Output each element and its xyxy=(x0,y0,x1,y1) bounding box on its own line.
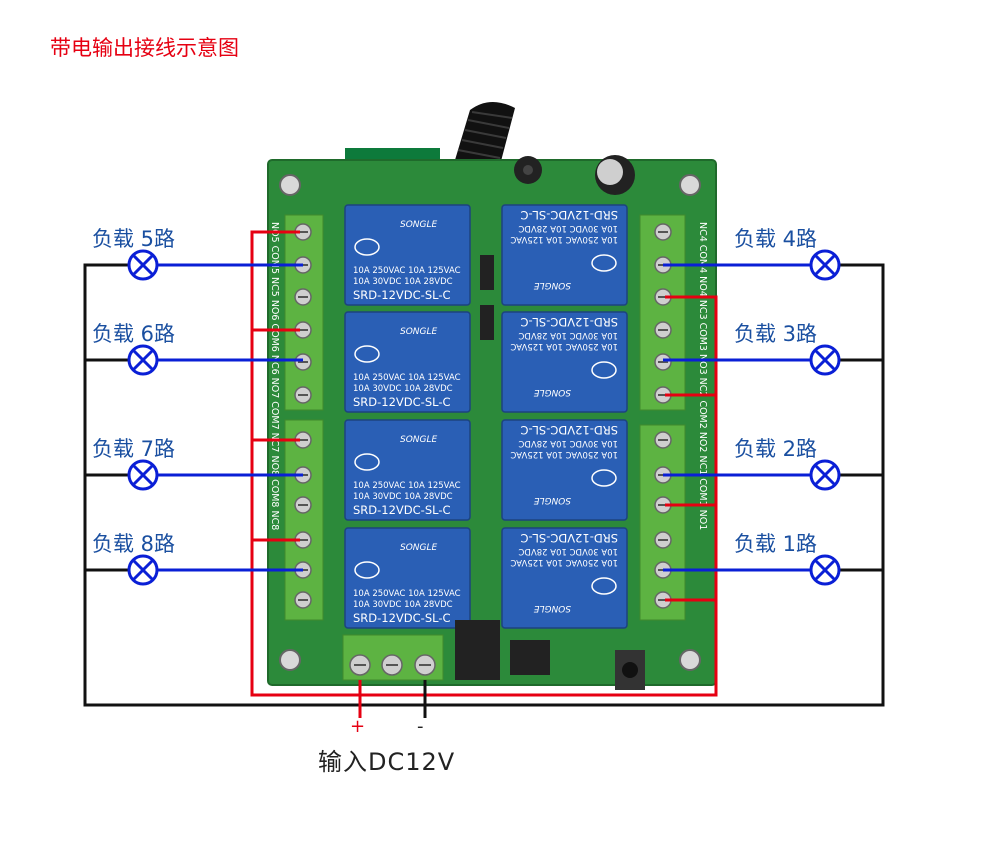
load-label-4: 负载 4路 xyxy=(734,227,818,251)
screw xyxy=(294,386,312,404)
right-terminal-text: NC4 COM4 NO4 NC3 COM3 NO3 NC2 COM2 NO2 N… xyxy=(697,222,708,530)
ic-chips xyxy=(455,255,645,690)
relay-model: SRD-12VDC-SL-C xyxy=(353,503,451,517)
screw xyxy=(654,321,672,339)
relay-rating-ac: 10A 250VAC 10A 125VAC xyxy=(510,341,618,351)
relay-brand: SONGLE xyxy=(400,327,438,337)
relay-model: SRD-12VDC-SL-C xyxy=(353,395,451,409)
relay-rating-ac: 10A 250VAC 10A 125VAC xyxy=(353,266,461,276)
lamp-icon xyxy=(127,344,159,376)
relay-brand: SONGLE xyxy=(533,603,571,613)
relay-brand: SONGLE xyxy=(400,543,438,553)
antenna-coil xyxy=(345,101,515,165)
relay-brand: SONGLE xyxy=(533,280,571,290)
relay-rating-ac: 10A 250VAC 10A 125VAC xyxy=(353,481,461,491)
relay-brand: SONGLE xyxy=(533,495,571,505)
relay-rating-dc: 10A 30VDC 10A 28VDC xyxy=(353,277,453,287)
lamp-icon xyxy=(127,459,159,491)
right-terminal-labels: NC4 COM4 NO4 NC3 COM3 NO3 NC2 COM2 NO2 N… xyxy=(697,222,708,530)
load-label-1: 负载 1路 xyxy=(734,532,818,556)
relay-rating-dc: 10A 30VDC 10A 28VDC xyxy=(518,438,618,448)
screw xyxy=(654,223,672,241)
relay-model: SRD-12VDC-SL-C xyxy=(520,423,618,437)
relay-rating-dc: 10A 30VDC 10A 28VDC xyxy=(518,223,618,233)
relay-brand: SONGLE xyxy=(400,220,438,230)
load-lamps xyxy=(127,249,841,586)
relay-model: SRD-12VDC-SL-C xyxy=(520,531,618,545)
load-label-6: 负载 6路 xyxy=(92,322,176,346)
relay-rating-dc: 10A 30VDC 10A 28VDC xyxy=(518,546,618,556)
screw xyxy=(294,288,312,306)
screw xyxy=(349,654,371,676)
relay-rating-ac: 10A 250VAC 10A 125VAC xyxy=(353,589,461,599)
input-voltage-label: 输入DC12V xyxy=(318,748,456,776)
input-plus-sign: + xyxy=(350,716,366,737)
screw xyxy=(294,353,312,371)
lamp-icon xyxy=(127,554,159,586)
lamp-icon xyxy=(809,344,841,376)
relay-model: SRD-12VDC-SL-C xyxy=(353,288,451,302)
lamp-icon xyxy=(809,554,841,586)
lamp-icon xyxy=(809,249,841,281)
load-label-3: 负载 3路 xyxy=(734,322,818,346)
input-minus-sign: - xyxy=(417,716,424,737)
left-terminal-text: NO5 COM5 NC5 NO6 COM6 NC6 NO7 COM7 NC7 N… xyxy=(269,222,280,530)
screw xyxy=(294,496,312,514)
screw xyxy=(414,654,436,676)
relay-model: SRD-12VDC-SL-C xyxy=(520,315,618,329)
screw xyxy=(654,531,672,549)
screw xyxy=(654,353,672,371)
lamp-icon xyxy=(127,249,159,281)
relay-rating-ac: 10A 250VAC 10A 125VAC xyxy=(353,373,461,383)
load-label-2: 负载 2路 xyxy=(734,437,818,461)
relay-model: SRD-12VDC-SL-C xyxy=(520,208,618,222)
mounting-holes xyxy=(279,174,701,671)
relay-rating-ac: 10A 250VAC 10A 125VAC xyxy=(510,234,618,244)
load-label-5: 负载 5路 xyxy=(92,227,176,251)
relay-brand: SONGLE xyxy=(400,435,438,445)
relay-model: SRD-12VDC-SL-C xyxy=(353,611,451,625)
relay-rating-dc: 10A 30VDC 10A 28VDC xyxy=(353,492,453,502)
screw xyxy=(294,321,312,339)
relay-rating-ac: 10A 250VAC 10A 125VAC xyxy=(510,449,618,459)
load-label-7: 负载 7路 xyxy=(92,437,176,461)
left-terminal-labels: NO5 COM5 NC5 NO6 COM6 NC6 NO7 COM7 NC7 N… xyxy=(269,222,280,530)
lamp-icon xyxy=(809,459,841,491)
relay-rating-dc: 10A 30VDC 10A 28VDC xyxy=(353,600,453,610)
screw xyxy=(381,654,403,676)
load-label-8: 负载 8路 xyxy=(92,532,176,556)
relay-rating-dc: 10A 30VDC 10A 28VDC xyxy=(518,330,618,340)
relay-rating-dc: 10A 30VDC 10A 28VDC xyxy=(353,384,453,394)
diagram-title: 带电输出接线示意图 xyxy=(50,36,239,60)
screw xyxy=(654,431,672,449)
capacitors xyxy=(514,155,635,195)
relay-rating-ac: 10A 250VAC 10A 125VAC xyxy=(510,557,618,567)
screw xyxy=(294,591,312,609)
relay-brand: SONGLE xyxy=(533,387,571,397)
